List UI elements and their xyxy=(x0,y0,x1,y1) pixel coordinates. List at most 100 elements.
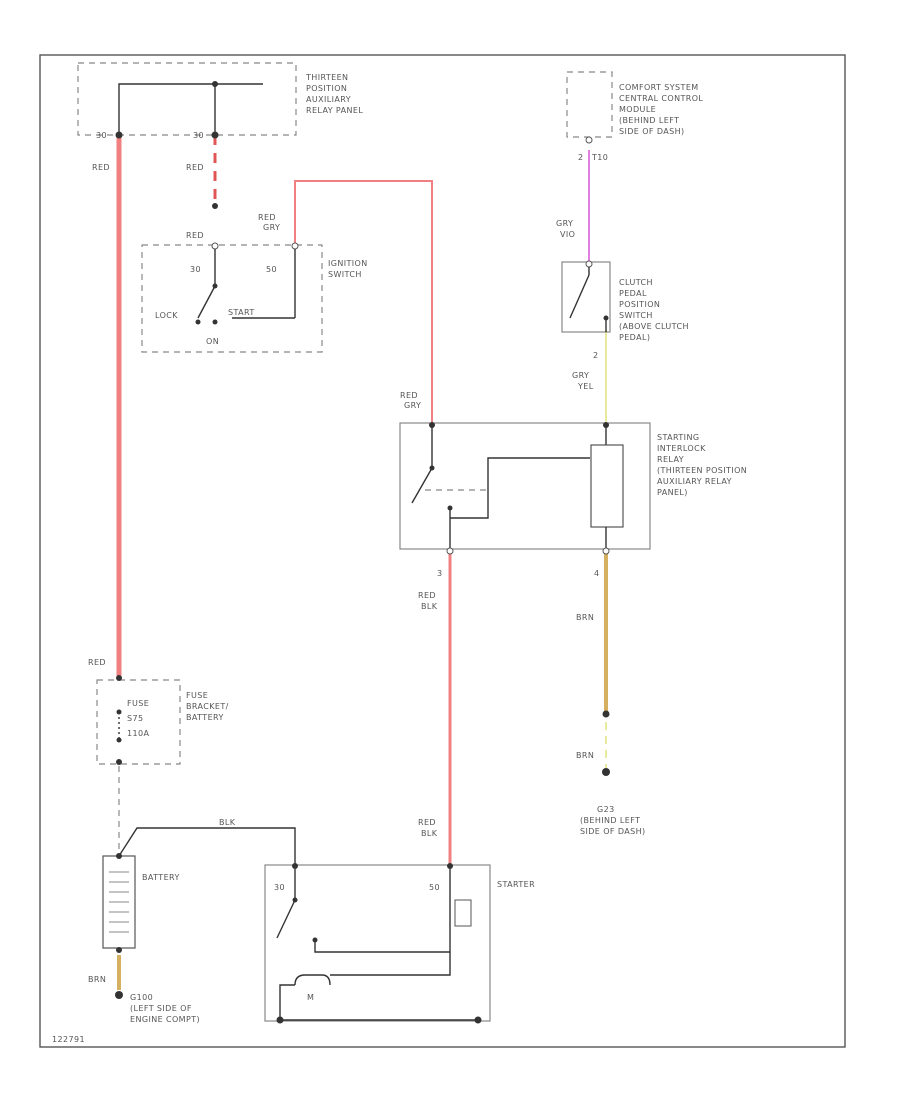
ground-g23-symbol xyxy=(602,768,610,776)
interlock-relay-box xyxy=(399,422,651,550)
interlock-relay-label: STARTING INTERLOCK RELAY (THIRTEEN POSITION… xyxy=(657,433,747,497)
aux-panel-line: THIRTEEN xyxy=(305,73,348,82)
fuse-label-b: S75 xyxy=(127,714,143,723)
clutch-label-line: SWITCH xyxy=(619,311,653,320)
wire-color-line: RED xyxy=(400,391,418,400)
comfort-pin-2: 2 xyxy=(578,153,584,162)
label-brn-ground: BRN xyxy=(576,751,594,760)
ign-pin-30: 30 xyxy=(190,265,201,274)
relay-pin-3: 3 xyxy=(437,569,443,578)
wire-color-line: YEL xyxy=(577,382,594,391)
clutch-label-line: POSITION xyxy=(619,300,660,309)
g100-label-line: G100 xyxy=(130,993,153,1002)
interlock-relay-coil xyxy=(590,444,624,528)
label-gry-yel: GRY YEL xyxy=(572,371,594,391)
wire-red-gry-ignition-to-relay xyxy=(294,180,433,423)
fuse-label-a: FUSE xyxy=(127,699,149,708)
wire-color-line: GRY xyxy=(263,223,280,232)
g100-label-line: ENGINE COMPT) xyxy=(130,1015,200,1024)
ignition-label-line: IGNITION xyxy=(328,259,368,268)
fuse-label-c: 110A xyxy=(127,729,149,738)
fuse-label-line: BATTERY xyxy=(186,713,224,722)
aux-panel-line: RELAY PANEL xyxy=(306,106,363,115)
wire-color-line: BLK xyxy=(421,602,438,611)
figure-id: 122791 xyxy=(52,1035,85,1044)
aux-pin-30-right: 30 xyxy=(193,131,204,140)
clutch-switch-box xyxy=(561,261,611,333)
label-gry-vio: GRY VIO xyxy=(556,219,575,239)
label-red-mid: RED xyxy=(186,163,204,172)
comfort-label-line: MODULE xyxy=(619,105,656,114)
label-blk-battery: BLK xyxy=(219,818,236,827)
aux-panel-line: POSITION xyxy=(306,84,347,93)
wire-color-line: VIO xyxy=(560,230,575,239)
fuse-bracket-box xyxy=(96,679,181,765)
ignition-switch-contact xyxy=(197,285,216,319)
battery-label: BATTERY xyxy=(142,873,180,882)
label-red-left-top: RED xyxy=(92,163,110,172)
ign-pin-50: 50 xyxy=(266,265,277,274)
fuse-bracket: RED FUSE S75 110A FUSE BRACKET/BATTERY xyxy=(88,658,229,850)
relay-label-line: PANEL) xyxy=(657,488,688,497)
wire-color-line: RED xyxy=(258,213,276,222)
relay-label-line: (THIRTEEN POSITION xyxy=(657,466,747,475)
comfort-module-label: COMFORT SYSTEM CENTRAL CONTROL MODULE (BEHI… xyxy=(619,83,703,136)
clutch-label-line: PEDAL) xyxy=(619,333,650,342)
g100-label-line: (LEFT SIDE OF xyxy=(130,1004,192,1013)
relay-label-line: STARTING xyxy=(657,433,699,442)
label-brn-relay: BRN xyxy=(576,613,594,622)
wire-color-line: BLK xyxy=(421,829,438,838)
starter-switch-contact xyxy=(276,899,296,939)
comfort-label-line: COMFORT SYSTEM xyxy=(619,83,699,92)
starter-pin-m: M xyxy=(307,993,314,1002)
g23-label-line: SIDE OF DASH) xyxy=(580,827,646,836)
relay-label-line: RELAY xyxy=(657,455,684,464)
aux-panel-label: THIRTEEN POSITION AUXILIARY RELAY PANEL xyxy=(305,73,363,115)
starter-pin-50: 50 xyxy=(429,883,440,892)
ground-g23-label: G23 (BEHIND LEFT SIDE OF DASH) xyxy=(580,805,646,836)
ignition-label-line: SWITCH xyxy=(328,270,362,279)
comfort-label-line: (BEHIND LEFT xyxy=(619,116,679,125)
fuse-label-line: FUSE xyxy=(186,691,208,700)
wire-color-line: RED xyxy=(418,818,436,827)
relay-label-line: AUXILIARY RELAY xyxy=(657,477,732,486)
starter-label: STARTER xyxy=(497,880,535,889)
label-red-blk-starter: RED BLK xyxy=(418,818,438,838)
wire-color-line: GRY xyxy=(572,371,589,380)
comfort-pin-t10: T10 xyxy=(591,153,608,162)
relay-pin-4: 4 xyxy=(594,569,600,578)
comfort-label-line: CENTRAL CONTROL xyxy=(619,94,703,103)
wire-color-line: GRY xyxy=(404,401,421,410)
starter-box xyxy=(264,864,491,1022)
wire-color-line: GRY xyxy=(556,219,573,228)
ground-g100-label: G100 (LEFT SIDE OF ENGINE COMPT) xyxy=(130,993,200,1024)
label-brn-battery: BRN xyxy=(88,975,106,984)
clutch-switch-contact xyxy=(569,274,590,319)
ignition-switch-label: IGNITION SWITCH xyxy=(328,259,368,279)
g23-label-line: G23 xyxy=(597,805,615,814)
aux-panel-line: AUXILIARY xyxy=(306,95,351,104)
clutch-label-line: CLUTCH xyxy=(619,278,653,287)
fuse-bracket-label: FUSE BRACKET/BATTERY xyxy=(186,691,229,722)
diagram-frame xyxy=(39,54,846,1048)
g23-label-line: (BEHIND LEFT xyxy=(580,816,640,825)
relay-label-line: INTERLOCK xyxy=(657,444,706,453)
ignition-switch-box xyxy=(141,244,323,353)
label-red-ign-in: RED xyxy=(186,231,204,240)
interlock-relay-contact xyxy=(411,467,433,504)
clutch-label-line: PEDAL xyxy=(619,289,647,298)
fuse-label-line: BRACKET/ xyxy=(186,702,229,711)
comfort-label-line: SIDE OF DASH) xyxy=(619,127,685,136)
aux-relay-panel-box xyxy=(77,62,297,136)
starter-solenoid xyxy=(454,899,472,927)
comfort-module-box xyxy=(566,71,613,138)
label-red-fuse: RED xyxy=(88,658,106,667)
battery: BLK BATTERY BRN G100 (LEFT SIDE OF ENGINE … xyxy=(88,818,296,1024)
